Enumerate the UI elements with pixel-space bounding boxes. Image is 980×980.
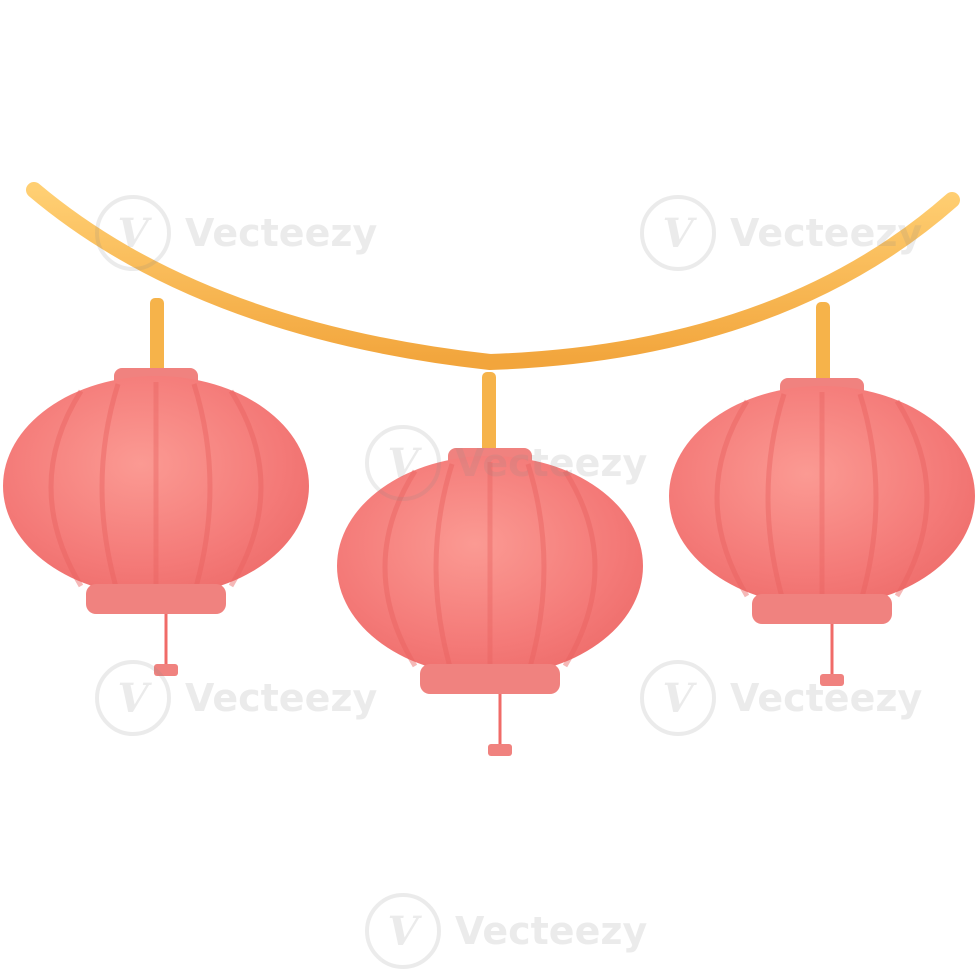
- right-lantern: [669, 378, 975, 730]
- center-lantern: [337, 448, 643, 800]
- rope: [26, 182, 960, 371]
- right-hanger: [816, 302, 830, 386]
- left-hanger: [150, 298, 164, 376]
- left-lantern: [3, 368, 309, 720]
- center-hanger: [482, 372, 496, 456]
